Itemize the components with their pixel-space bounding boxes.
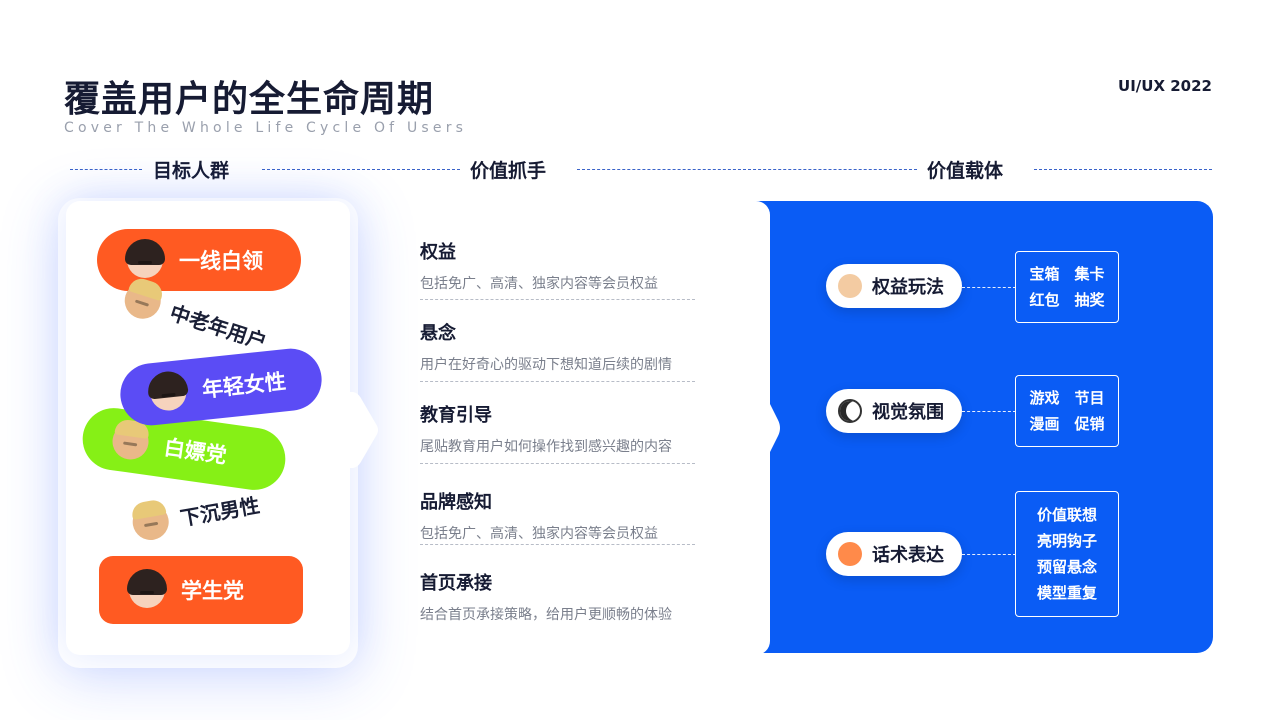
carrier-line: 模型重复 bbox=[1036, 584, 1097, 602]
lever-title: 品牌感知 bbox=[420, 492, 492, 513]
lever-title: 权益 bbox=[420, 242, 456, 263]
page-subtitle: Cover The Whole Life Cycle Of Users bbox=[64, 120, 468, 136]
column-head-audience: 目标人群 bbox=[153, 160, 230, 182]
lever-item: 权益 包括免广、高清、独家内容等会员权益 bbox=[420, 238, 695, 300]
page-title: 覆盖用户的全生命周期 bbox=[64, 79, 435, 120]
connector-line bbox=[962, 554, 1016, 555]
carrier-line: 漫画 促销 bbox=[1029, 415, 1105, 433]
lever-item: 悬念 用户在好奇心的驱动下想知道后续的剧情 bbox=[420, 319, 695, 382]
carrier-box: 价值联想 亮明钩子 预留悬念 模型重复 bbox=[1015, 491, 1119, 617]
levers-panel bbox=[300, 201, 770, 655]
lever-desc: 结合首页承接策略，给用户更顺畅的体验 bbox=[420, 607, 672, 623]
lever-separator bbox=[420, 381, 695, 382]
lever-title: 教育引导 bbox=[420, 405, 492, 426]
audience-pill: 学生党 bbox=[99, 556, 303, 624]
arrow-notch bbox=[740, 380, 780, 476]
audience-label: 一线白领 bbox=[179, 249, 263, 273]
audience-label: 年轻女性 bbox=[200, 369, 288, 402]
lever-desc: 尾贴教育用户如何操作找到感兴趣的内容 bbox=[420, 439, 672, 455]
tag-label: UI/UX 2022 bbox=[1118, 77, 1212, 95]
column-head-levers: 价值抓手 bbox=[470, 160, 547, 182]
dash-line bbox=[1034, 169, 1212, 170]
lever-title: 悬念 bbox=[420, 323, 456, 344]
woman-face-icon bbox=[125, 239, 165, 278]
carrier-label: 话术表达 bbox=[872, 545, 944, 566]
carrier-line: 游戏 节目 bbox=[1029, 389, 1105, 407]
carrier-line: 价值联想 bbox=[1036, 506, 1097, 524]
dash-line bbox=[262, 169, 460, 170]
man-face-icon bbox=[129, 501, 172, 543]
carrier-label: 视觉氛围 bbox=[872, 402, 944, 423]
man-face-icon bbox=[110, 421, 151, 462]
lever-title: 首页承接 bbox=[420, 573, 492, 594]
peach-icon bbox=[838, 542, 862, 566]
woman-face-icon bbox=[148, 372, 189, 413]
carrier-chip: 权益玩法 bbox=[826, 264, 962, 308]
lever-separator bbox=[420, 299, 695, 300]
arrow-notch bbox=[346, 392, 378, 468]
connector-line bbox=[962, 287, 1016, 288]
woman-face-icon bbox=[127, 569, 167, 608]
carrier-label: 权益玩法 bbox=[872, 277, 944, 298]
audience-label: 学生党 bbox=[181, 579, 244, 603]
eyes-icon bbox=[838, 399, 862, 423]
carrier-chip: 话术表达 bbox=[826, 532, 962, 576]
carrier-line: 红包 抽奖 bbox=[1029, 291, 1105, 309]
lever-item: 品牌感知 包括免广、高清、独家内容等会员权益 bbox=[420, 488, 695, 545]
lever-separator bbox=[420, 463, 695, 464]
carrier-line: 亮明钩子 bbox=[1036, 532, 1097, 550]
carrier-chip: 视觉氛围 bbox=[826, 389, 962, 433]
lever-desc: 包括免广、高清、独家内容等会员权益 bbox=[420, 526, 658, 542]
connector-line bbox=[962, 411, 1016, 412]
lever-desc: 用户在好奇心的驱动下想知道后续的剧情 bbox=[420, 357, 672, 373]
blue-panel bbox=[742, 201, 1213, 653]
lever-item: 教育引导 尾贴教育用户如何操作找到感兴趣的内容 bbox=[420, 401, 695, 464]
lever-item: 首页承接 结合首页承接策略，给用户更顺畅的体验 bbox=[420, 569, 695, 624]
carrier-box: 游戏 节目 漫画 促销 bbox=[1015, 375, 1119, 447]
lever-desc: 包括免广、高清、独家内容等会员权益 bbox=[420, 276, 658, 292]
carrier-line: 宝箱 集卡 bbox=[1029, 265, 1105, 283]
lever-separator bbox=[420, 544, 695, 545]
column-head-carriers: 价值载体 bbox=[927, 160, 1004, 182]
carrier-line: 预留悬念 bbox=[1036, 558, 1097, 576]
carrier-box: 宝箱 集卡 红包 抽奖 bbox=[1015, 251, 1119, 323]
raised-hands-icon bbox=[838, 274, 862, 298]
audience-pill: 一线白领 bbox=[97, 229, 301, 291]
audience-label: 白嫖党 bbox=[162, 435, 229, 468]
dash-line bbox=[70, 169, 142, 170]
dash-line bbox=[577, 169, 917, 170]
